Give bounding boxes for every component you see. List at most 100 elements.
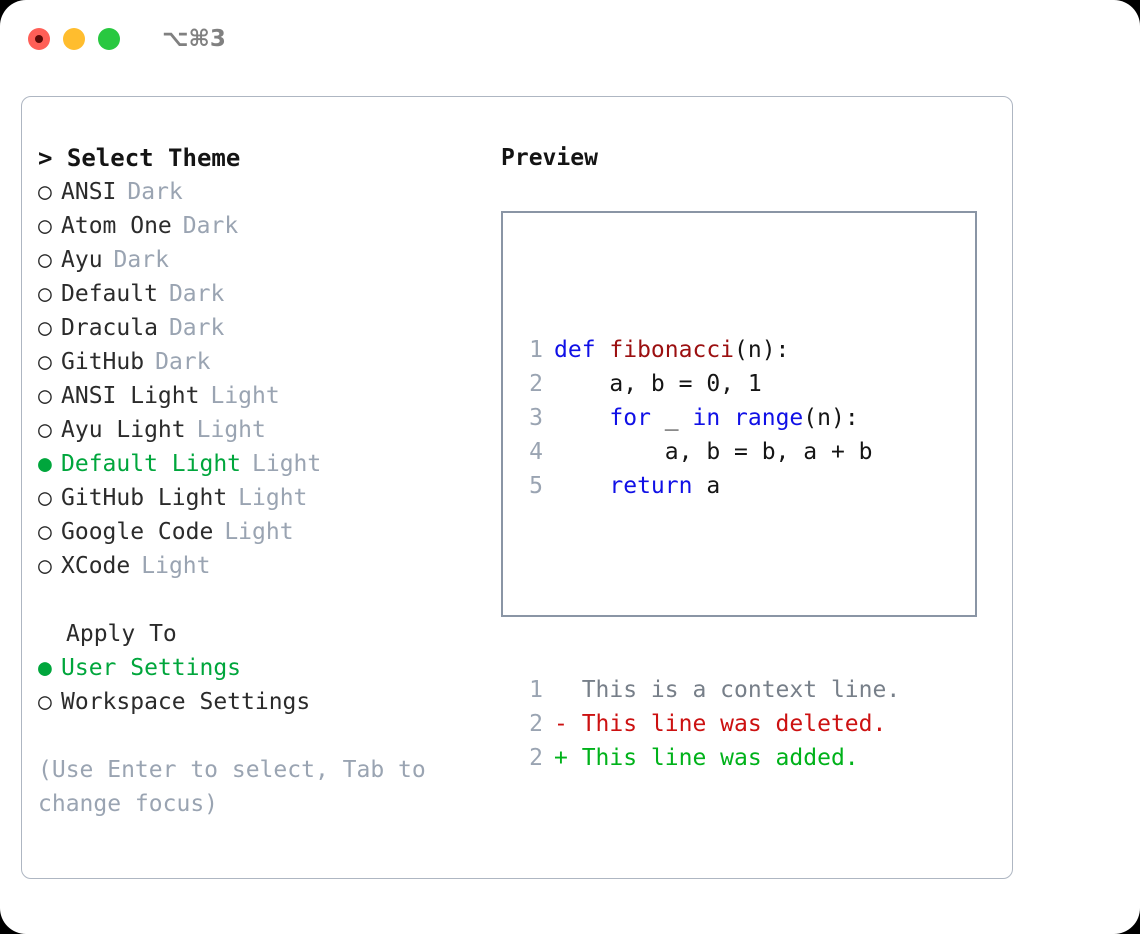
recording-indicator-icon	[35, 35, 43, 43]
theme-option-label: GitHub Light	[61, 485, 228, 511]
diff-line-added: 2 + This line was added.	[515, 741, 900, 775]
code-line-text: def fibonacci(n):	[543, 333, 789, 367]
radio-unselected-icon: ○	[38, 281, 52, 307]
theme-option-label: Atom One	[61, 213, 172, 239]
theme-option-row[interactable]: ○ GitHub Light Light	[38, 481, 498, 515]
code-token-plain	[554, 405, 609, 431]
theme-variant-tag: Dark	[155, 349, 211, 375]
code-token-plain	[554, 473, 609, 499]
code-line-number: 3	[529, 405, 543, 431]
diff-line-number: 2	[529, 745, 543, 771]
traffic-light-buttons	[28, 28, 120, 50]
code-line-text: return a	[543, 469, 720, 503]
apply-to-option-row[interactable]: ●User Settings	[38, 651, 498, 685]
theme-option-label: Ayu	[61, 247, 103, 273]
code-token-plain: a, b = 0, 1	[554, 371, 762, 397]
apply-to-option-label: Workspace Settings	[61, 689, 311, 715]
theme-option-label: XCode	[61, 553, 131, 579]
theme-variant-tag: Light	[196, 417, 266, 443]
theme-option-row[interactable]: ○ Default Dark	[38, 277, 498, 311]
diff-line-text: This is a context line.	[554, 677, 901, 703]
code-token-plain: a	[692, 473, 721, 499]
code-token-kw: range	[734, 405, 804, 431]
code-token-fn: fibonacci	[609, 337, 735, 363]
theme-option-label: GitHub	[61, 349, 145, 375]
code-line: 5 return a	[515, 469, 900, 503]
diff-line-text: - This line was deleted.	[554, 711, 887, 737]
theme-option-label: Ayu Light	[61, 417, 186, 443]
theme-option-row[interactable]: ○ Dracula Dark	[38, 311, 498, 345]
theme-option-label: ANSI Light	[61, 383, 200, 409]
apply-to-option-label: User Settings	[61, 655, 242, 681]
code-line-text: for _ in range(n):	[543, 401, 858, 435]
code-token-plain	[720, 405, 734, 431]
theme-variant-tag: Light	[210, 383, 280, 409]
code-token-kw: for	[609, 405, 651, 431]
code-line-number: 4	[529, 439, 543, 465]
code-token-kw: return	[609, 473, 693, 499]
theme-option-label: Default Light	[61, 451, 242, 477]
code-token-plain: _	[650, 405, 693, 431]
minimize-button[interactable]	[63, 28, 85, 50]
code-token-plain: (n):	[734, 337, 790, 363]
keyboard-shortcut-label: ⌥⌘3	[162, 26, 226, 52]
code-line: 3 for _ in range(n):	[515, 401, 900, 435]
maximize-button[interactable]	[98, 28, 120, 50]
code-line: 4 a, b = b, a + b	[515, 435, 900, 469]
radio-unselected-icon: ○	[38, 247, 52, 273]
theme-option-row[interactable]: ○ Atom One Dark	[38, 209, 498, 243]
radio-unselected-icon: ○	[38, 213, 52, 239]
radio-unselected-icon: ○	[38, 383, 52, 409]
radio-unselected-icon: ○	[38, 485, 52, 511]
diff-line-number: 2	[529, 711, 543, 737]
diff-line-context: 1 This is a context line.	[515, 673, 900, 707]
theme-variant-tag: Light	[252, 451, 322, 477]
keyboard-hint-text: (Use Enter to select, Tab to change focu…	[38, 757, 440, 817]
theme-option-label: Default	[61, 281, 158, 307]
title-bar: ⌥⌘3	[0, 0, 1140, 78]
diff-line-text: + This line was added.	[554, 745, 859, 771]
code-token-kw: def	[554, 337, 610, 363]
apply-to-section: Apply To ●User Settings○Workspace Settin…	[38, 617, 498, 719]
preview-title: Preview	[501, 145, 598, 171]
apply-to-option-row[interactable]: ○Workspace Settings	[38, 685, 498, 719]
code-line-number: 2	[529, 371, 543, 397]
theme-variant-tag: Dark	[182, 213, 239, 239]
theme-option-row[interactable]: ● Default Light Light	[38, 447, 498, 481]
theme-variant-tag: Light	[238, 485, 308, 511]
radio-unselected-icon: ○	[38, 315, 52, 341]
apply-to-option-list[interactable]: ●User Settings○Workspace Settings	[38, 651, 498, 719]
code-line-text: a, b = b, a + b	[543, 435, 873, 469]
theme-option-label: Dracula	[61, 315, 158, 341]
diff-sample: 1 This is a context line. 2 - This line wa…	[515, 673, 900, 775]
code-token-kw: in	[692, 405, 721, 431]
code-line-text: a, b = 0, 1	[543, 367, 762, 401]
theme-option-label: Google Code	[61, 519, 214, 545]
close-button[interactable]	[28, 28, 50, 50]
radio-selected-icon: ●	[38, 451, 52, 477]
radio-unselected-icon: ○	[38, 553, 52, 579]
diff-line-deleted: 2 - This line was deleted.	[515, 707, 900, 741]
diff-line-number: 1	[529, 677, 543, 703]
theme-variant-tag: Light	[224, 519, 294, 545]
theme-variant-tag: Dark	[168, 315, 225, 341]
code-diff-separator	[515, 571, 900, 605]
theme-variant-tag: Dark	[168, 281, 225, 307]
theme-option-row[interactable]: ○ ANSI Light Light	[38, 379, 498, 413]
